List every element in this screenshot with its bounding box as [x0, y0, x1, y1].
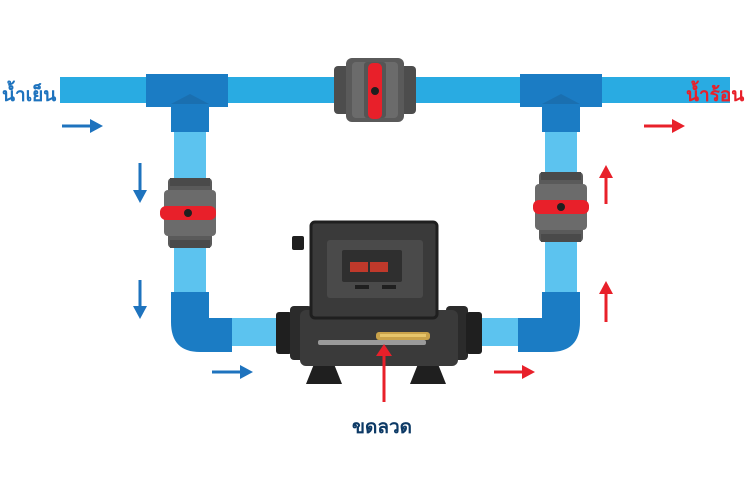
- heater-unit: [276, 220, 482, 384]
- flow-arrow-icon: [644, 119, 685, 133]
- top-bypass-valve: [334, 58, 416, 122]
- coil-pointer: [376, 344, 392, 402]
- right-elbow-fitting: [518, 292, 580, 352]
- left-branch-valve: [160, 178, 216, 248]
- flow-arrow-icon: [599, 281, 613, 322]
- right-branch-valve: [533, 172, 589, 242]
- flow-arrow-icon: [494, 365, 535, 379]
- heater-display: [350, 262, 368, 272]
- flow-arrow-icon: [133, 163, 147, 203]
- flow-arrow-icon: [599, 165, 613, 204]
- flow-arrow-icon: [133, 280, 147, 319]
- heating-coil-label: ขดลวด: [352, 416, 412, 438]
- right-tee-fitting: [520, 74, 602, 132]
- left-tee-fitting: [146, 74, 228, 132]
- hot-water-label: น้ำร้อน: [686, 84, 745, 106]
- flow-arrow-icon: [212, 365, 253, 379]
- flow-arrow-icon: [62, 119, 103, 133]
- left-elbow-fitting: [171, 292, 232, 352]
- cold-water-label: น้ำเย็น: [2, 84, 57, 106]
